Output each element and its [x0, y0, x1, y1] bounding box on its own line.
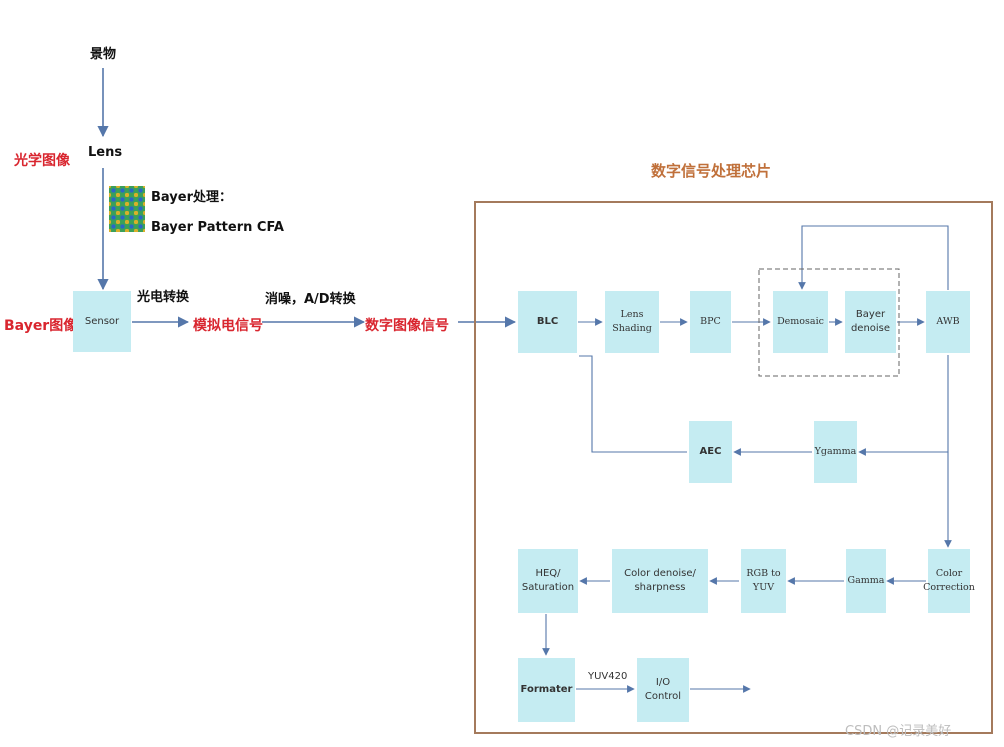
color-denoise-box: Color denoise/ sharpness	[612, 549, 708, 613]
formater-box: Formater	[518, 658, 575, 722]
chip-frame	[474, 201, 993, 734]
demosaic-box: Demosaic	[773, 291, 828, 353]
bpc-box: BPC	[690, 291, 731, 353]
ygamma-box: Ygamma	[814, 421, 857, 483]
scene-label: 景物	[90, 47, 117, 62]
arrow-aec-blc-feedback	[579, 355, 687, 453]
bayer-pattern-label: Bayer Pattern CFA	[151, 220, 284, 235]
chip-title: 数字信号处理芯片	[651, 162, 772, 180]
bayer-image-label: Bayer图像	[4, 318, 78, 334]
arrow-awb-demosaic-feedback	[798, 225, 949, 290]
digital-image-signal-label: 数字图像信号	[365, 318, 449, 334]
io-control-box: I/O Control	[637, 658, 689, 722]
blc-box: BLC	[518, 291, 577, 353]
sensor-box: Sensor	[73, 291, 131, 352]
awb-box: AWB	[926, 291, 970, 353]
lens-label: Lens	[88, 145, 123, 160]
bayer-denoise-box: Bayer denoise	[845, 291, 896, 353]
color-correction-box: Color Correction	[923, 549, 975, 613]
bayer-processing-label: Bayer处理：	[151, 190, 232, 205]
rgb-to-yuv-box: RGB to YUV	[741, 549, 786, 613]
demosaic-group-frame	[758, 268, 900, 377]
bayer-cfa-icon	[109, 186, 145, 232]
aec-box: AEC	[689, 421, 732, 483]
photoelectric-label: 光电转换	[137, 290, 190, 305]
gamma-box: Gamma	[846, 549, 886, 613]
analog-signal-label: 模拟电信号	[193, 318, 263, 334]
noise-ad-label: 消噪，A/D转换	[265, 292, 356, 307]
heq-saturation-box: HEQ/ Saturation	[518, 549, 578, 613]
csdn-watermark: CSDN @记录美好	[845, 724, 952, 739]
lens-shading-box: Lens Shading	[605, 291, 659, 353]
optical-image-label: 光学图像	[14, 153, 70, 169]
arrow-awb-ygamma	[858, 355, 949, 456]
yuv420-label: YUV420	[588, 671, 628, 682]
